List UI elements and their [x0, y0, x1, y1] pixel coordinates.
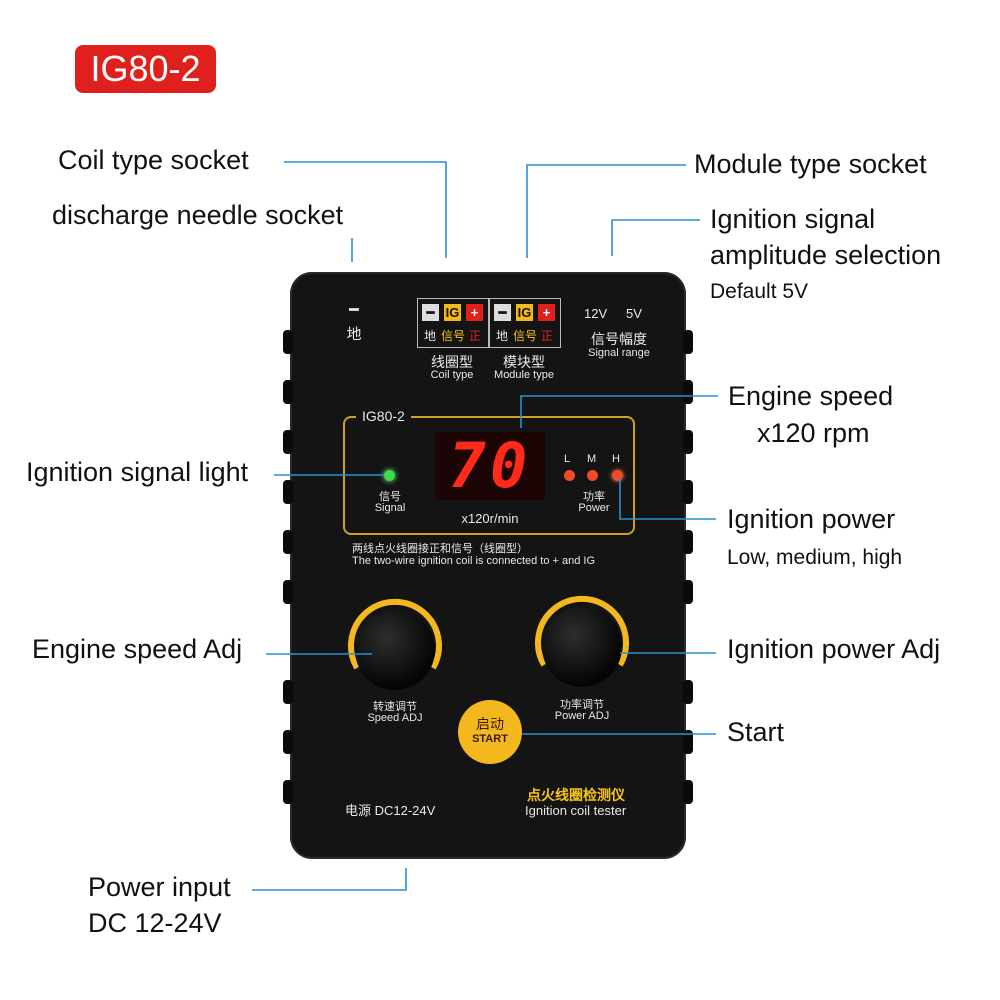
ground-minus-symbol: ━: [349, 302, 359, 319]
module-pin-plus-label: 正: [541, 329, 554, 343]
module-socket-box: [489, 298, 561, 348]
callout-module-socket: Module type socket: [694, 149, 927, 179]
coil-pin-ground-label: 地: [423, 329, 436, 343]
callout-engine-speed-line1: Engine speed: [728, 381, 894, 411]
grip-ridge: [683, 730, 693, 754]
callout-ignition-power: Ignition power: [727, 504, 896, 534]
level-m-label: M: [587, 453, 597, 465]
callout-power-input-line1: Power input: [88, 872, 231, 902]
grip-ridge: [283, 680, 293, 704]
power-supply-label: 电源 DC12-24V: [345, 803, 436, 818]
grip-ridge: [683, 530, 693, 554]
speed-knob-arc: [348, 598, 442, 670]
leader-amplitude: [611, 219, 700, 256]
engine-speed-display: 70: [435, 432, 545, 500]
power-knob[interactable]: [530, 595, 634, 699]
callout-signal-light: Ignition signal light: [26, 457, 249, 487]
callout-power-levels: Low, medium, high: [727, 546, 903, 569]
leader-module-socket: [526, 164, 686, 258]
grip-ridge: [283, 730, 293, 754]
coil-socket-box: [417, 298, 489, 348]
product-name-en: Ignition coil tester: [525, 803, 627, 818]
speed-knob-cap[interactable]: [355, 610, 435, 690]
power-en: Power: [578, 502, 610, 514]
power-high-led: [612, 470, 623, 481]
grip-ridge: [683, 680, 693, 704]
panel-model-label: IG80-2: [356, 408, 411, 424]
speed-adj-en: Speed ADJ: [367, 712, 423, 724]
level-h-label: H: [612, 453, 620, 465]
wiring-note-cn: 两线点火线圈接正和信号（线圈型）: [352, 543, 528, 555]
module-minus-pin[interactable]: ━: [494, 304, 511, 321]
module-type-en: Module type: [494, 369, 554, 381]
coil-ig-pin[interactable]: IG: [444, 304, 461, 321]
grip-ridge: [283, 380, 293, 404]
volt-12-option[interactable]: 12V: [584, 306, 608, 321]
callout-needle-socket: discharge needle socket: [52, 200, 344, 230]
callout-start: Start: [727, 717, 785, 747]
grip-ridge: [683, 380, 693, 404]
speed-adj-cn: 转速调节: [373, 701, 417, 713]
callout-amplitude-line1: Ignition signal: [710, 204, 876, 234]
grip-ridge: [683, 430, 693, 454]
grip-ridge: [683, 480, 693, 504]
level-l-label: L: [564, 453, 571, 465]
start-button-cn: 启动: [476, 716, 504, 732]
power-cn: 功率: [583, 491, 605, 503]
grip-ridge: [683, 780, 693, 804]
module-pin-ground-label: 地: [495, 329, 508, 343]
grip-ridge: [283, 780, 293, 804]
power-adj-cn: 功率调节: [560, 699, 604, 711]
module-pin-signal-label: 信号: [513, 329, 538, 343]
coil-type-cn: 线圈型: [431, 354, 473, 370]
power-adj-en: Power ADJ: [554, 710, 610, 722]
model-badge: IG80-2: [75, 45, 216, 93]
callout-power-adj: Ignition power Adj: [727, 634, 941, 664]
signal-led: [384, 470, 395, 481]
power-knob-cap[interactable]: [542, 607, 622, 687]
module-plus-pin[interactable]: +: [538, 304, 555, 321]
display-unit: x120r/min: [461, 511, 519, 526]
start-button-en: START: [472, 733, 508, 745]
coil-minus-pin[interactable]: ━: [422, 304, 439, 321]
callout-amplitude-default: Default 5V: [710, 280, 809, 303]
module-type-cn: 模块型: [503, 354, 545, 370]
grip-ridge: [283, 330, 293, 354]
callout-amplitude-line2: amplitude selection: [710, 240, 942, 270]
signal-cn: 信号: [379, 491, 401, 503]
wiring-note-en: The two-wire ignition coil is connected …: [352, 555, 596, 567]
callout-speed-adj: Engine speed Adj: [32, 634, 243, 664]
coil-pin-signal-label: 信号: [441, 329, 466, 343]
leader-coil-socket: [284, 161, 447, 258]
coil-plus-pin[interactable]: +: [466, 304, 483, 321]
speed-knob[interactable]: [343, 598, 447, 702]
power-knob-arc: [535, 595, 629, 667]
volt-5-option[interactable]: 5V: [626, 306, 642, 321]
grip-ridge: [683, 580, 693, 604]
callout-power-input-line2: DC 12-24V: [88, 908, 222, 938]
power-medium-led: [587, 470, 598, 481]
start-button[interactable]: 启动 START: [458, 700, 522, 764]
grip-ridge: [283, 430, 293, 454]
signal-en: Signal: [374, 502, 406, 514]
grip-ridge: [283, 530, 293, 554]
module-ig-pin[interactable]: IG: [516, 304, 533, 321]
grip-ridge: [683, 330, 693, 354]
leader-power: [619, 478, 716, 520]
signal-range-cn: 信号幅度: [591, 331, 647, 347]
power-low-led: [564, 470, 575, 481]
callout-coil-socket: Coil type socket: [58, 145, 249, 175]
grip-ridge: [283, 580, 293, 604]
leader-power-input: [252, 868, 407, 891]
leader-engine-speed: [520, 395, 718, 428]
signal-range-en: Signal range: [588, 347, 650, 359]
callout-engine-speed-line2: x120 rpm: [757, 418, 870, 448]
product-name-cn: 点火线圈检测仪: [527, 787, 625, 803]
grip-ridge: [283, 480, 293, 504]
ground-label: 地: [346, 326, 362, 343]
coil-type-en: Coil type: [430, 369, 474, 381]
coil-pin-plus-label: 正: [469, 329, 482, 343]
